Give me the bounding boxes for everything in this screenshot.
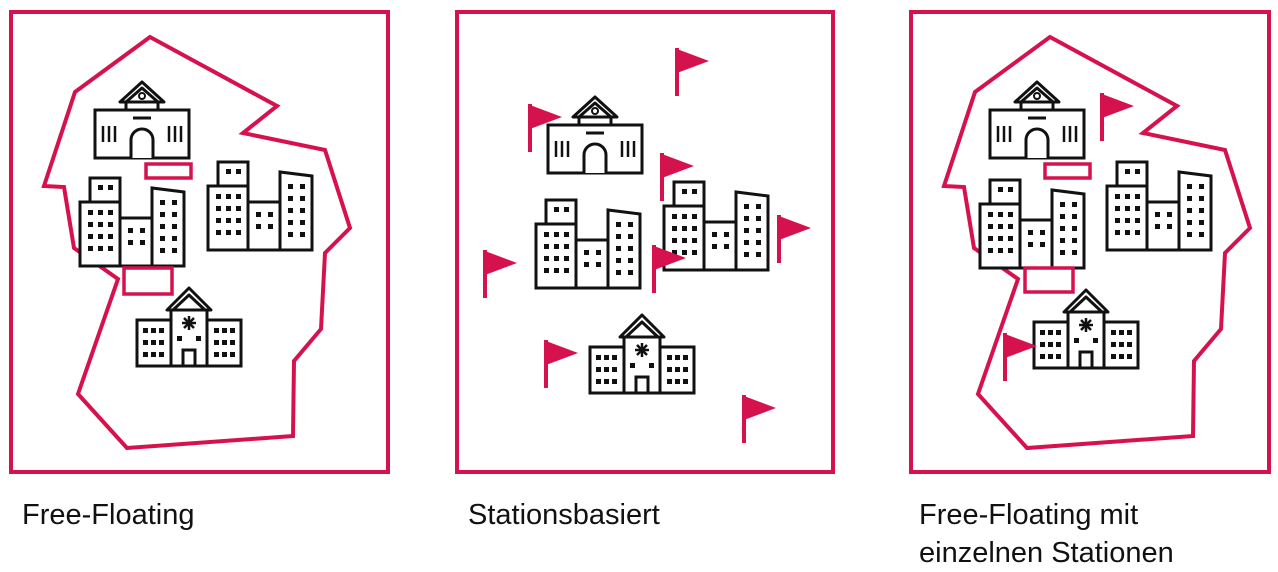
school-building-icon <box>546 95 644 175</box>
parking-zone-icon <box>122 266 174 296</box>
station-flag-icon <box>777 213 813 265</box>
station-flag-icon <box>483 248 519 300</box>
caption-free-floating: Free-Floating <box>22 496 194 534</box>
hospital-icon <box>135 286 243 368</box>
panel-stationsbasiert <box>455 10 835 474</box>
school-building-icon <box>988 80 1086 160</box>
panel-frame <box>455 10 835 474</box>
panel-free-floating <box>9 10 390 474</box>
panel-frame <box>9 10 390 474</box>
caption-free-floating-mit-stationen: Free-Floating mit einzelnen Stationen <box>919 496 1174 572</box>
parking-zone-icon <box>1043 162 1092 180</box>
operating-zone <box>941 34 1253 451</box>
station-flag-icon <box>544 338 580 390</box>
hospital-icon <box>1032 288 1140 370</box>
office-buildings-icon <box>534 198 642 290</box>
office-buildings-icon <box>78 176 186 268</box>
caption-stationsbasiert: Stationsbasiert <box>468 496 660 534</box>
school-building-icon <box>93 80 191 160</box>
caption-line: einzelnen Stationen <box>919 537 1174 569</box>
station-flag-icon <box>742 393 778 445</box>
panel-free-floating-mit-stationen <box>909 10 1271 474</box>
office-buildings-icon <box>1105 160 1213 252</box>
parking-zone-icon <box>144 162 193 180</box>
station-flag-icon <box>1003 331 1039 383</box>
panel-frame <box>909 10 1271 474</box>
station-flag-icon <box>1100 91 1136 143</box>
caption-line: Free-Floating mit <box>919 499 1139 531</box>
parking-zone-icon <box>1023 266 1075 294</box>
caption-line: Stationsbasiert <box>468 499 660 531</box>
caption-line: Free-Floating <box>22 499 195 531</box>
office-buildings-icon <box>978 178 1086 270</box>
operating-zone <box>41 34 353 451</box>
office-buildings-icon <box>206 160 314 252</box>
station-flag-icon <box>675 46 711 98</box>
hospital-icon <box>588 313 696 395</box>
